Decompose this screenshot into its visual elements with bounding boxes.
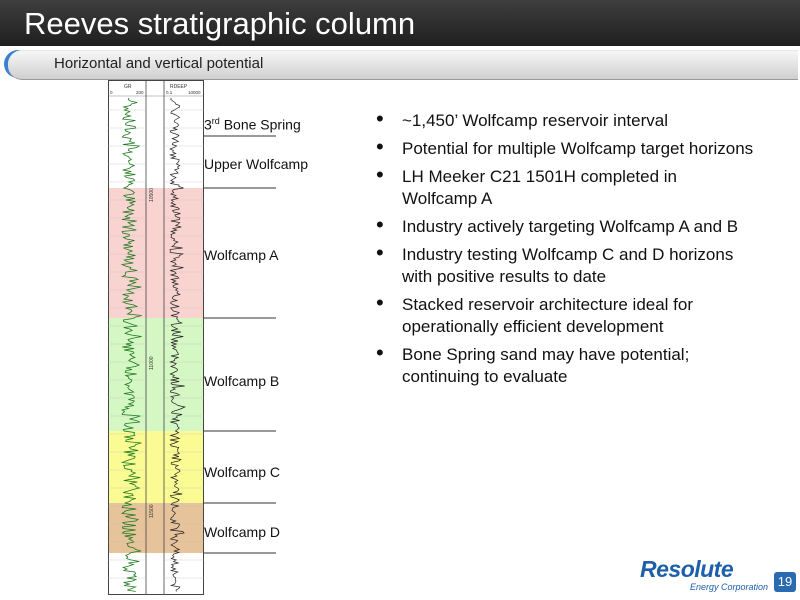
bullet-item: LH Meeker C21 1501H completed in Wolfcam…: [376, 164, 756, 210]
company-logo: Resolute Energy Corporation: [640, 556, 770, 592]
zone-label-upper-wolfcamp: Upper Wolfcamp: [204, 156, 309, 172]
title-bar: [0, 0, 800, 46]
zone-wolfcamp-d-fill: [108, 503, 204, 553]
page-title: Reeves stratigraphic column: [24, 6, 416, 41]
zone-label-wolfcamp-c: Wolfcamp C: [204, 464, 280, 480]
subtitle-bar: [8, 50, 798, 80]
bullet-item: Industry testing Wolfcamp C and D horizo…: [376, 242, 756, 288]
bullet-item: Bone Spring sand may have potential; con…: [376, 342, 756, 388]
depth-grid: [108, 109, 204, 579]
zone-wolfcamp-c-fill: [108, 431, 204, 503]
gr-track-header: GR: [124, 84, 132, 90]
gr-scale-max: 200: [136, 90, 144, 95]
log-frame: [108, 80, 204, 595]
bullet-item: Stacked reservoir architecture ideal for…: [376, 292, 756, 338]
rdeep-scale-min: 0.1: [166, 90, 173, 95]
zone-label-wolfcamp-a: Wolfcamp A: [204, 247, 279, 263]
zone-label-name: Bone Spring: [219, 116, 301, 133]
rdeep-track-header: RDEEP: [170, 84, 188, 90]
logo-tagline: Energy Corporation: [690, 582, 769, 592]
zone-label-number: 3: [204, 116, 212, 133]
resistivity-curve: [169, 97, 187, 592]
zone-label-ordinal: rd: [211, 116, 220, 126]
zone-label-wolfcamp-d: Wolfcamp D: [204, 524, 280, 540]
depth-label-10500: 10500: [149, 188, 155, 202]
page-number: 19: [774, 572, 796, 592]
well-log-column: GR 0 200 RDEEP 0.1 10000 10500 11000 115…: [108, 80, 204, 595]
zone-wolfcamp-a-fill: [108, 188, 204, 318]
gr-scale-min: 0: [110, 90, 113, 95]
bullet-item: ~1,450’ Wolfcamp reservoir interval: [376, 108, 756, 132]
bullet-list: ~1,450’ Wolfcamp reservoir interval Pote…: [376, 108, 756, 394]
zone-boundary-lines: [204, 135, 276, 554]
zone-label-3rd-bone-spring: 3rd Bone Spring: [204, 116, 301, 133]
logo-wordmark: Resolute: [640, 556, 734, 582]
gamma-ray-curve: [120, 97, 142, 592]
bullet-item: Potential for multiple Wolfcamp target h…: [376, 136, 756, 160]
zone-label-wolfcamp-b: Wolfcamp B: [204, 373, 280, 389]
page-subtitle: Horizontal and vertical potential: [54, 55, 264, 72]
depth-label-11000: 11000: [149, 356, 155, 370]
rdeep-scale-max: 10000: [188, 90, 201, 95]
depth-label-11500: 11500: [149, 504, 155, 518]
bullet-item: Industry actively targeting Wolfcamp A a…: [376, 214, 756, 238]
